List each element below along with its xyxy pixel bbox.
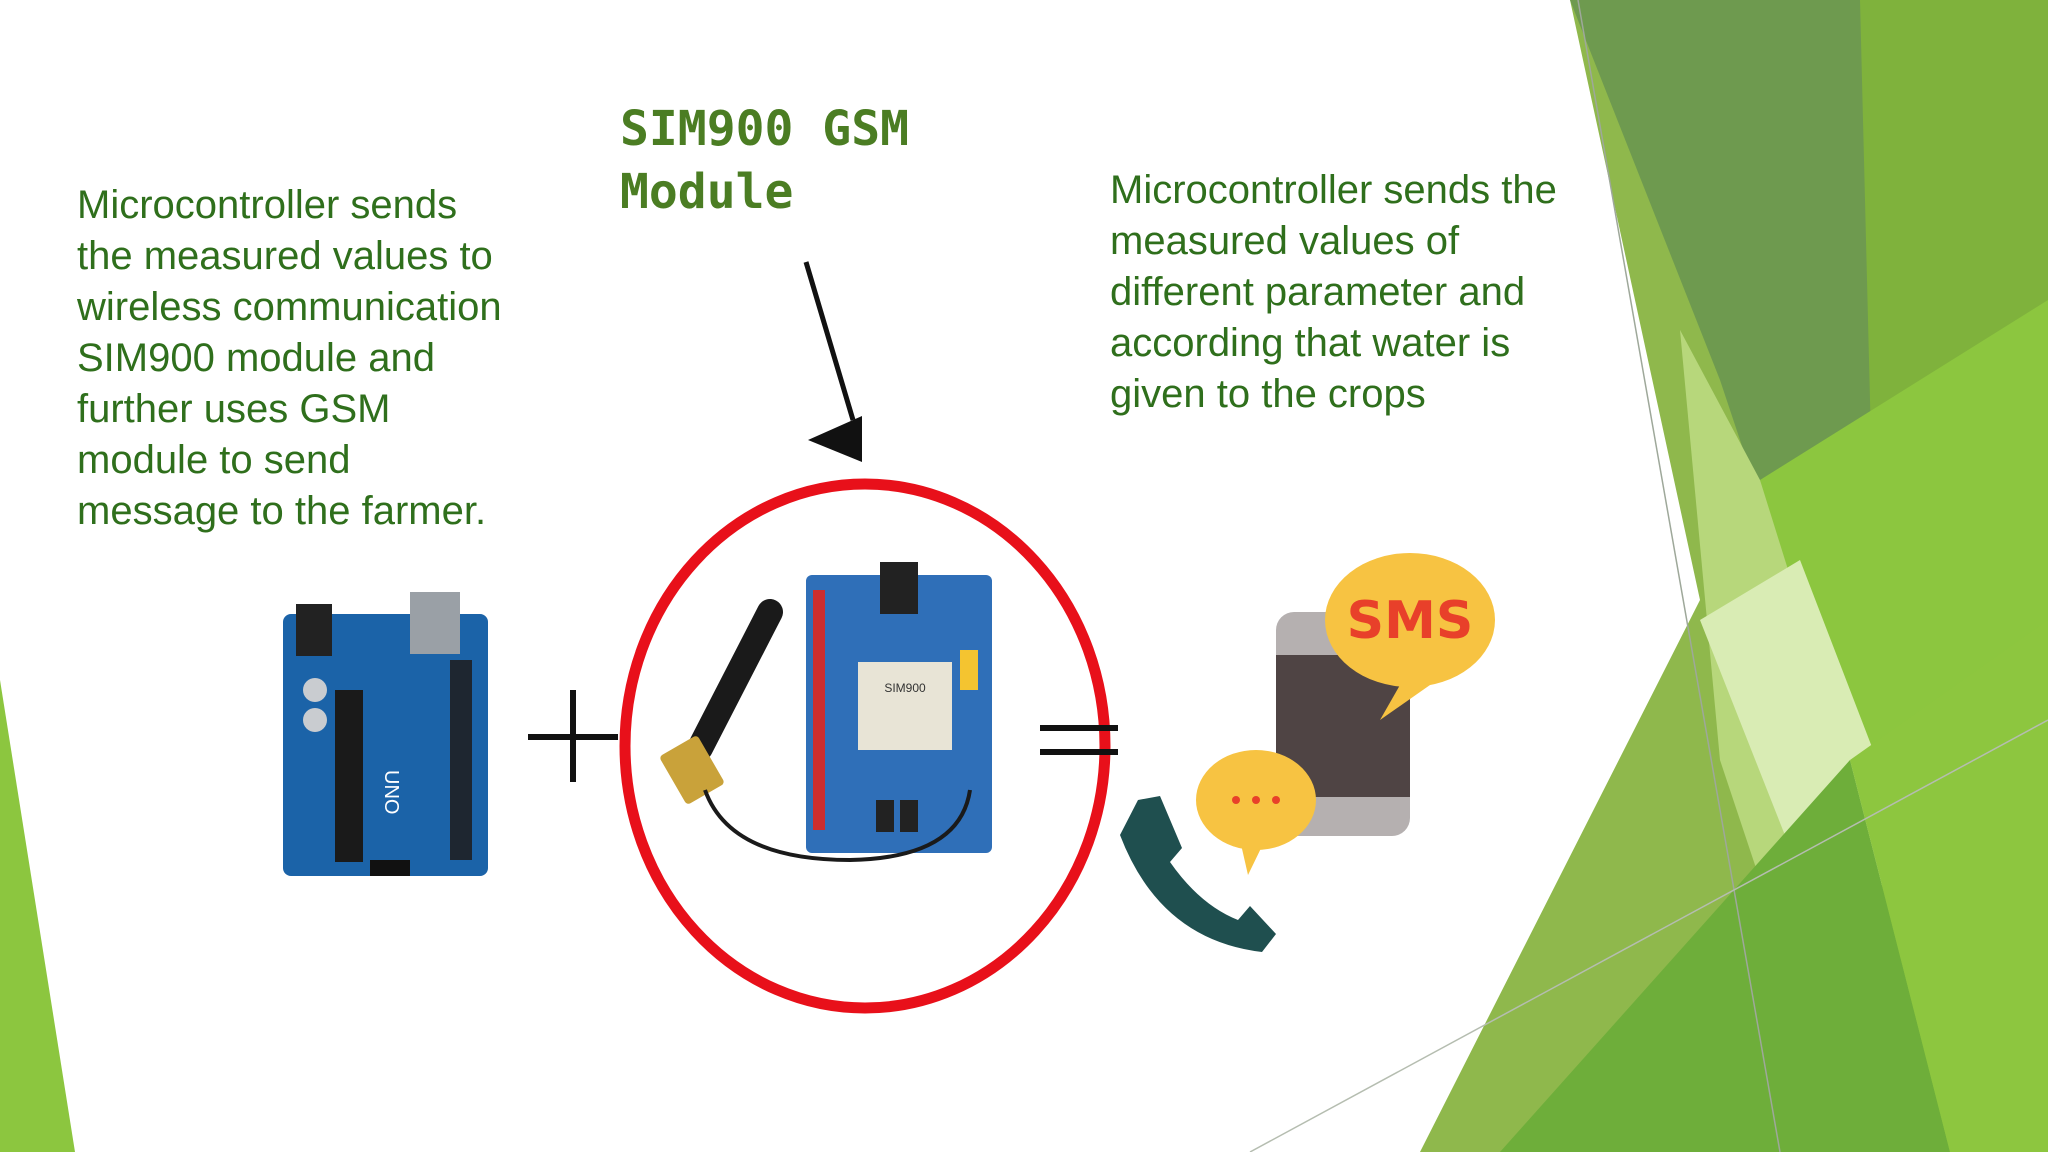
- green-facet: [1500, 760, 1950, 1152]
- right-description-line: different parameter and: [1110, 270, 1526, 314]
- module-title: SIM900 GSM Module: [620, 98, 950, 224]
- left-description: Microcontroller sends the measured value…: [77, 180, 577, 537]
- chat-bubble-icon: [1196, 750, 1316, 875]
- left-description-line: message to the farmer.: [77, 489, 487, 533]
- arrow-down-icon: [803, 261, 862, 462]
- right-description-line: given to the crops: [1110, 372, 1426, 416]
- antenna: [660, 599, 972, 863]
- highlight-circle: [619, 478, 1111, 1014]
- arduino-uno-board: UNO: [283, 592, 488, 876]
- right-description-line: measured values of: [1110, 219, 1460, 263]
- module-title-line: Module: [620, 164, 794, 220]
- left-description-line: Microcontroller sends: [77, 183, 458, 227]
- arduino-board-text: UNO: [380, 770, 402, 814]
- right-description-line: Microcontroller sends the: [1110, 168, 1557, 212]
- gsm-module-board: SIM900: [806, 562, 992, 853]
- left-description-line: the measured values to: [77, 234, 493, 278]
- sms-bubble-icon: SMS: [1325, 553, 1495, 720]
- gsm-chip-text: SIM900: [884, 681, 926, 695]
- right-description: Microcontroller sends the measured value…: [1110, 165, 1630, 420]
- green-facet: [0, 680, 75, 1152]
- phone-handset-icon: [1120, 796, 1276, 952]
- sms-label: SMS: [1347, 591, 1474, 651]
- green-facet: [1850, 620, 2048, 1152]
- right-description-line: according that water is: [1110, 321, 1511, 365]
- left-description-line: wireless communication: [77, 285, 502, 329]
- left-description-line: further uses GSM: [77, 387, 391, 431]
- left-description-line: module to send: [77, 438, 351, 482]
- equals-sign: [1040, 725, 1118, 755]
- module-title-line: SIM900 GSM: [620, 101, 909, 157]
- left-description-line: SIM900 module and: [77, 336, 436, 380]
- plus-sign: [528, 690, 618, 782]
